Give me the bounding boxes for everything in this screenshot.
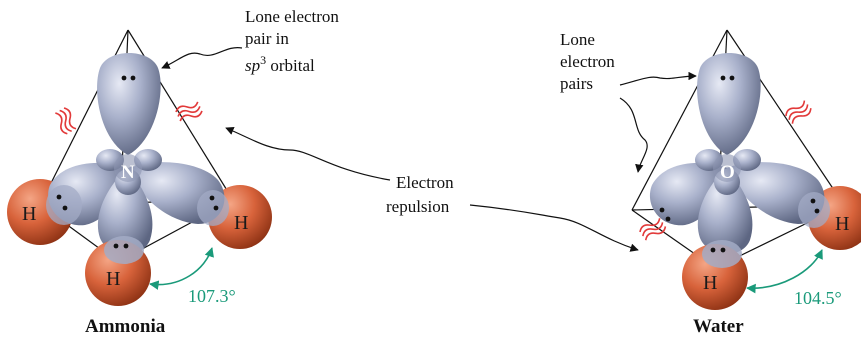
lone-pairs-line1: Lone [560, 30, 595, 49]
water-molecule: O H H 104.5° Water [631, 29, 861, 337]
ammonia-center-atom: N [121, 162, 135, 183]
repulsion-arrow-right [469, 204, 639, 252]
ammonia-h-bottom-label: H [106, 268, 120, 290]
water-h-right-label: H [835, 213, 849, 235]
ammonia-orbitals [48, 53, 225, 255]
lone-pair-sp3-arrow [161, 47, 243, 69]
electron-repulsion-callout: Electron repulsion [225, 127, 639, 252]
lone-pairs-callout: Lone electron pairs [560, 30, 697, 173]
lone-pair-sp3-line3: sp3 orbital [245, 53, 315, 75]
lone-pairs-line3: pairs [560, 74, 593, 93]
water-angle-arrow [746, 249, 823, 294]
ammonia-lone-pair-lobe [97, 53, 161, 155]
repulsion-line1: Electron [396, 173, 454, 192]
water-orbitals [649, 53, 825, 255]
ammonia-h-right-label: H [234, 212, 248, 234]
lone-pair-sp3-callout: Lone electron pair in sp3 orbital [161, 7, 339, 75]
water-electron-dots [659, 75, 820, 253]
water-h-bottom-label: H [703, 272, 717, 294]
repulsion-line2: repulsion [386, 197, 450, 216]
ammonia-angle-arrow [149, 247, 214, 290]
lone-pairs-line2: electron [560, 52, 615, 71]
ammonia-molecule: N H H H 107.3° Ammonia [7, 29, 272, 337]
ammonia-title: Ammonia [85, 316, 166, 337]
ammonia-angle-label: 107.3° [188, 286, 236, 306]
lone-pair-sp3-line2: pair in [245, 29, 289, 48]
ammonia-h-left-label: H [22, 203, 36, 225]
water-angle-label: 104.5° [794, 288, 842, 308]
water-title: Water [693, 316, 744, 337]
water-center-atom: O [720, 162, 735, 183]
repulsion-arrow-left [225, 127, 391, 181]
lone-pair-sp3-line1: Lone electron [245, 7, 339, 26]
ammonia-electron-dots [56, 75, 219, 249]
lone-pairs-arrow-bottom [619, 97, 648, 173]
lone-pairs-arrow-top [619, 71, 697, 86]
